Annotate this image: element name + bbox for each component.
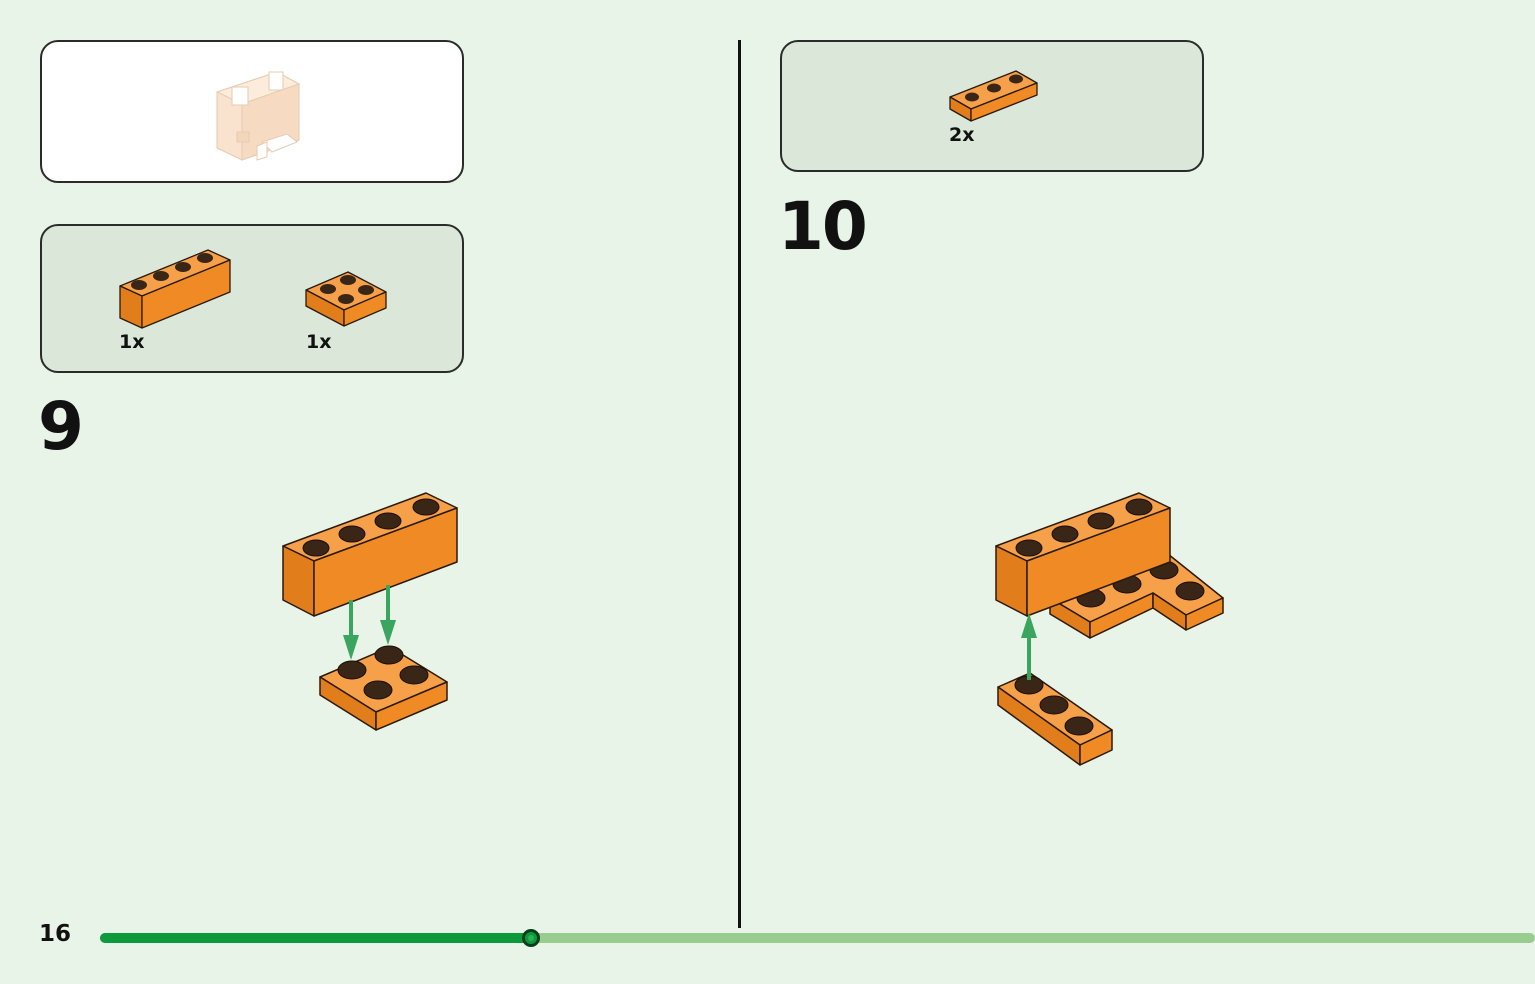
page-divider bbox=[738, 40, 741, 928]
step-number: 9 bbox=[38, 388, 84, 465]
fox-head-preview-icon bbox=[215, 71, 301, 161]
progress-marker bbox=[521, 929, 540, 947]
part-quantity: 1x bbox=[119, 331, 145, 353]
progress-fill bbox=[100, 933, 531, 943]
part-quantity: 2x bbox=[949, 124, 975, 146]
step-number: 10 bbox=[778, 188, 868, 265]
progress-track bbox=[100, 933, 1535, 943]
step-9-parts-box: 1x 1x bbox=[40, 224, 464, 373]
plate-2x2-icon bbox=[305, 271, 387, 327]
step-10-assembly-illustration bbox=[995, 492, 1224, 766]
model-preview-box bbox=[40, 40, 464, 183]
part-quantity: 1x bbox=[306, 331, 332, 353]
plate-1x3-icon bbox=[949, 70, 1038, 122]
step-9-assembly-illustration bbox=[282, 492, 458, 731]
step-10-parts-box: 2x bbox=[780, 40, 1204, 172]
page-number: 16 bbox=[39, 921, 72, 947]
brick-1x4-icon bbox=[119, 249, 231, 329]
